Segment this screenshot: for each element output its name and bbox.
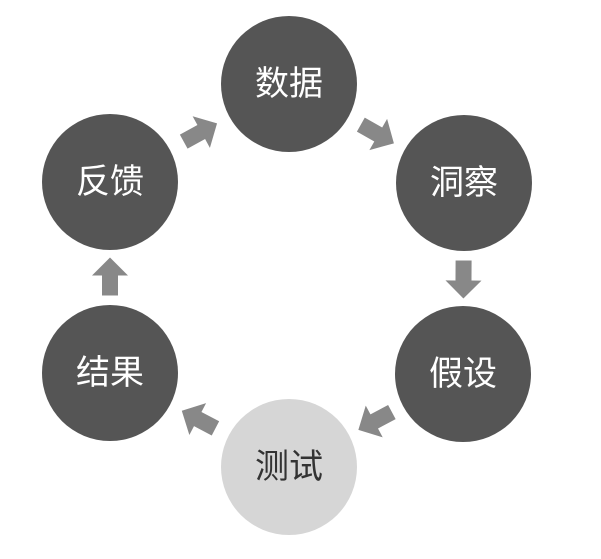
node-result: 结果 <box>42 305 178 441</box>
node-test: 测试 <box>221 399 357 535</box>
node-insight-label: 洞察 <box>430 163 498 203</box>
node-hypothesis: 假设 <box>395 306 531 442</box>
node-feedback-circle <box>42 114 178 250</box>
node-test-label: 测试 <box>255 447 323 487</box>
node-result-circle <box>42 305 178 441</box>
node-feedback: 反馈 <box>42 114 178 250</box>
node-test-circle <box>221 399 357 535</box>
arrow-result-to-feedback <box>92 257 128 296</box>
arrow-feedback-to-data <box>179 116 218 149</box>
arrow-hypothesis-to-test <box>358 404 396 438</box>
node-hypothesis-label: 假设 <box>429 354 497 394</box>
node-data: 数据 <box>221 16 357 152</box>
node-data-circle <box>221 16 357 152</box>
arrow-data-to-insight <box>356 117 394 151</box>
node-insight-circle <box>396 115 532 251</box>
node-data-label: 数据 <box>255 64 323 104</box>
node-insight: 洞察 <box>396 115 532 251</box>
arrows-layer <box>92 116 482 438</box>
arrow-test-to-result <box>181 403 220 436</box>
node-result-label: 结果 <box>76 353 144 393</box>
node-hypothesis-circle <box>395 306 531 442</box>
node-feedback-label: 反馈 <box>76 162 144 202</box>
arrow-insight-to-hypothesis <box>445 260 482 299</box>
